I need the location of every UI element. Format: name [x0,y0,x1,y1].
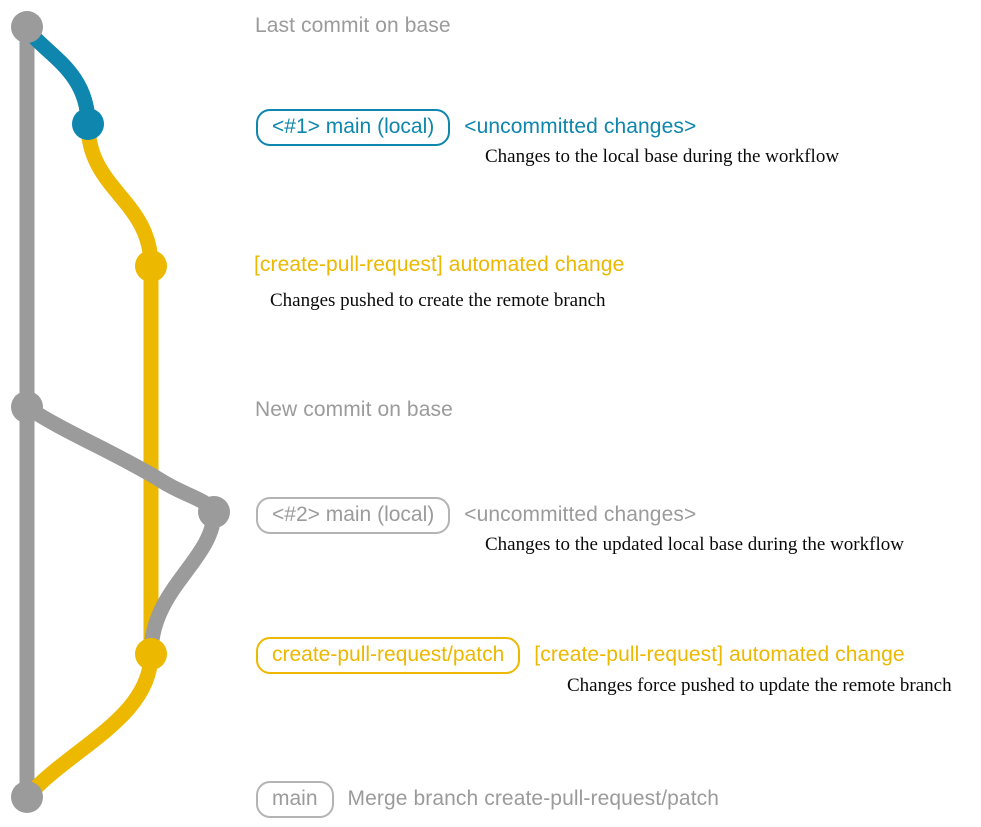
row-local-uncommitted-2: <#2> main (local) <uncommitted changes> [256,497,697,535]
commit-subject: New commit on base [255,398,453,421]
row-automated-change-1: [create-pull-request] automated change [254,253,624,277]
commit-subject: <uncommitted changes> [464,115,697,138]
commit-node-last-commit-on-base[interactable] [11,11,43,43]
edge-local-2-to-patch-2 [143,504,222,662]
commit-description: Changes to the local base during the wor… [485,146,840,167]
ref-badge-main-local-1[interactable]: <#1> main (local) [256,109,451,147]
commit-node-new-commit-on-base[interactable] [11,391,43,423]
edge-patch-2-to-merge [19,646,159,805]
edge-base-to-local-1 [19,19,96,132]
row-new-commit-on-base: New commit on base [255,398,453,422]
commit-subject: <uncommitted changes> [464,503,697,526]
ref-badge-create-pull-request-patch[interactable]: create-pull-request/patch [256,637,521,675]
commit-subject: [create-pull-request] automated change [534,643,905,666]
row-local-uncommitted-1: <#1> main (local) <uncommitted changes> [256,109,697,147]
commit-node-local-uncommitted-2[interactable] [198,496,230,528]
row-last-commit-on-base: Last commit on base [255,14,451,38]
commit-description: Changes to the updated local base during… [485,534,904,555]
commit-node-automated-change-1[interactable] [135,250,167,282]
ref-badge-main-local-2[interactable]: <#2> main (local) [256,497,451,535]
row-automated-change-2: create-pull-request/patch [create-pull-r… [256,637,905,675]
commit-node-merge[interactable] [11,781,43,813]
commit-description: Changes force pushed to update the remot… [567,675,952,696]
commit-node-local-uncommitted-1[interactable] [72,108,104,140]
commit-subject: Merge branch create-pull-request/patch [347,787,720,810]
row-merge-commit: main Merge branch create-pull-request/pa… [256,781,720,819]
commit-subject: [create-pull-request] automated change [254,253,625,276]
commit-description: Changes pushed to create the remote bran… [270,290,606,311]
commit-subject: Last commit on base [255,14,451,37]
edge-base-to-local-2 [19,399,222,520]
commit-node-automated-change-2[interactable] [135,638,167,670]
edge-local-1-to-patch-1 [80,116,159,274]
ref-badge-main[interactable]: main [256,781,334,819]
